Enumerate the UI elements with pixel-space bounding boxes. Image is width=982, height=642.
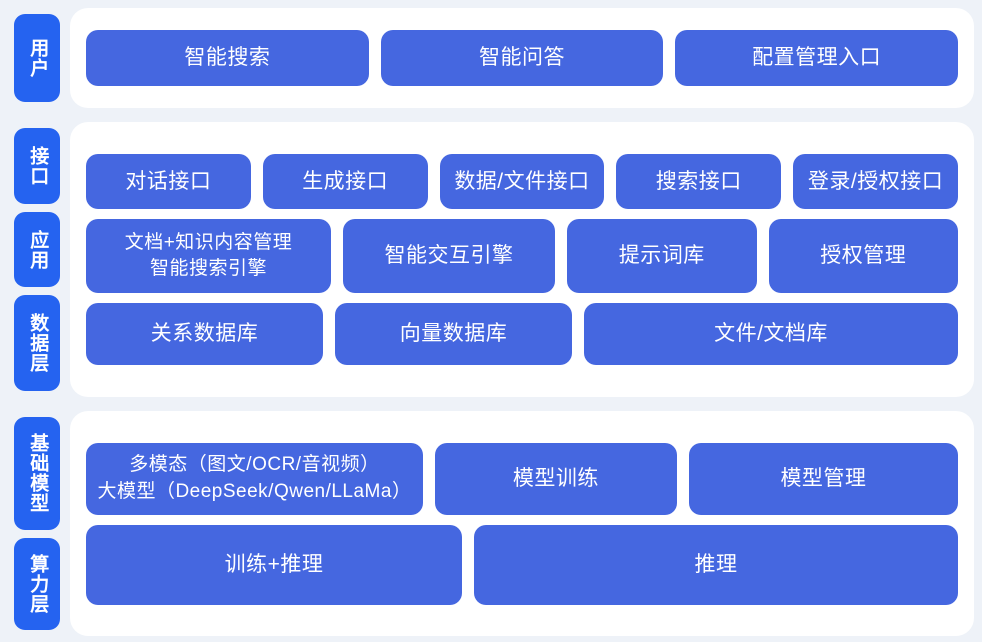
layer-rail-user: 用户 — [0, 8, 62, 108]
layer-rail-base: 基础模型算力层 — [0, 411, 62, 636]
capability-card[interactable]: 登录/授权接口 — [793, 154, 958, 209]
capability-card[interactable]: 对话接口 — [86, 154, 251, 209]
capability-card[interactable]: 生成接口 — [262, 154, 428, 209]
layer-badge[interactable]: 应用 — [14, 211, 60, 288]
capability-card[interactable]: 文件/文档库 — [584, 303, 959, 365]
layer-panel-middle: 对话接口生成接口数据/文件接口搜索接口登录/授权接口文档+知识内容管理 智能搜索… — [70, 122, 974, 397]
capability-card[interactable]: 推理 — [474, 524, 958, 605]
capability-card[interactable]: 关系数据库 — [86, 303, 323, 365]
capability-card[interactable]: 智能问答 — [380, 30, 664, 86]
capability-card[interactable]: 模型管理 — [688, 442, 958, 515]
capability-card[interactable]: 训练+推理 — [86, 524, 462, 605]
capability-card[interactable]: 数据/文件接口 — [439, 154, 605, 209]
layer-panel-user: 智能搜索智能问答配置管理入口 — [70, 8, 974, 108]
card-row-model-row: 多模态（图文/OCR/音视频） 大模型（DeepSeek/Qwen/LLaMa）… — [86, 442, 958, 515]
capability-card[interactable]: 模型训练 — [434, 442, 677, 515]
layer-section-user: 用户智能搜索智能问答配置管理入口 — [0, 8, 974, 108]
capability-card[interactable]: 向量数据库 — [335, 303, 572, 365]
capability-card[interactable]: 提示词库 — [567, 219, 757, 293]
capability-card[interactable]: 智能交互引擎 — [343, 219, 556, 293]
layer-panel-base: 多模态（图文/OCR/音视频） 大模型（DeepSeek/Qwen/LLaMa）… — [70, 411, 974, 636]
layer-badge[interactable]: 算力层 — [14, 537, 60, 630]
capability-card[interactable]: 智能搜索 — [86, 30, 369, 86]
capability-card[interactable]: 授权管理 — [768, 219, 958, 293]
capability-card[interactable]: 配置管理入口 — [675, 30, 959, 86]
card-row-api-row: 对话接口生成接口数据/文件接口搜索接口登录/授权接口 — [86, 154, 958, 209]
layer-badge[interactable]: 基础模型 — [14, 417, 60, 530]
capability-card[interactable]: 搜索接口 — [616, 154, 782, 209]
card-row-power-row: 训练+推理推理 — [86, 524, 958, 605]
card-row-user-row: 智能搜索智能问答配置管理入口 — [86, 30, 959, 86]
capability-card[interactable]: 多模态（图文/OCR/音视频） 大模型（DeepSeek/Qwen/LLaMa） — [86, 442, 423, 515]
layer-badge[interactable]: 用户 — [14, 14, 60, 102]
card-row-data-row: 关系数据库向量数据库文件/文档库 — [86, 303, 959, 365]
layer-section-base: 基础模型算力层多模态（图文/OCR/音视频） 大模型（DeepSeek/Qwen… — [0, 411, 974, 636]
layer-badge[interactable]: 数据层 — [14, 295, 60, 392]
card-row-app-row: 文档+知识内容管理 智能搜索引擎智能交互引擎提示词库授权管理 — [86, 219, 958, 293]
layer-badge[interactable]: 接口 — [14, 128, 60, 204]
capability-card[interactable]: 文档+知识内容管理 智能搜索引擎 — [86, 219, 331, 293]
layer-section-middle: 接口应用数据层对话接口生成接口数据/文件接口搜索接口登录/授权接口文档+知识内容… — [0, 122, 974, 397]
layer-rail-middle: 接口应用数据层 — [0, 122, 62, 397]
